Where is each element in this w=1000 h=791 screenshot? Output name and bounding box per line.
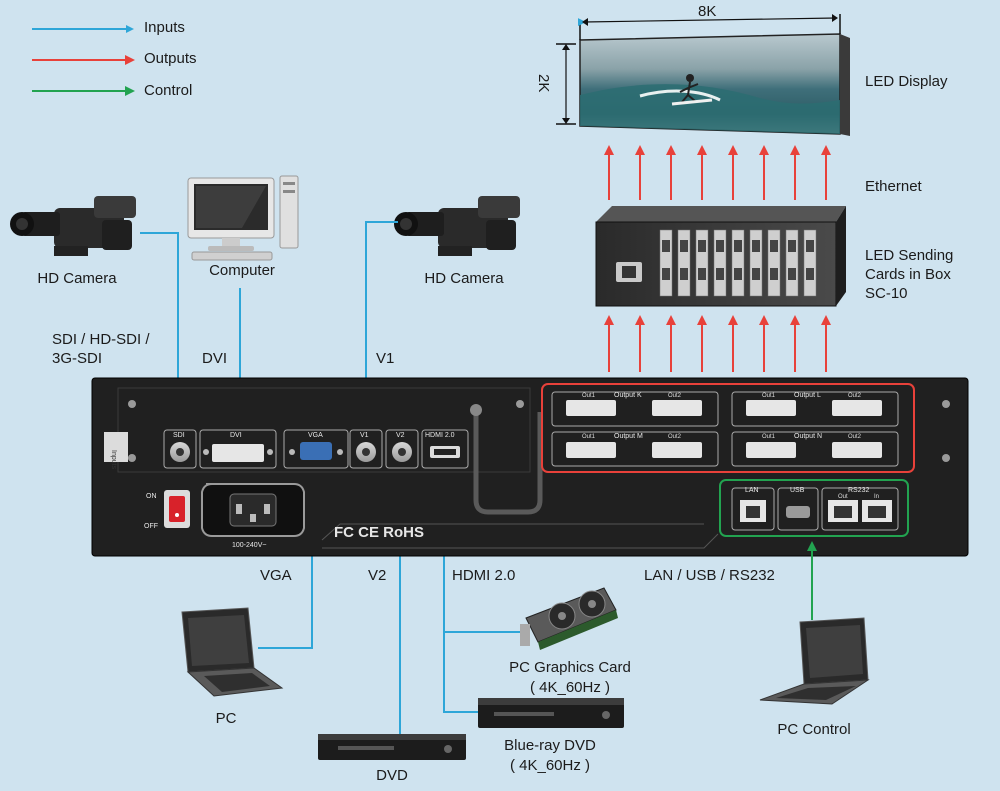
graphics-card-icon (520, 587, 618, 650)
output-n-label: Output N (794, 433, 822, 440)
pc-control-laptop-icon (759, 617, 870, 705)
pc-label: PC (215, 710, 237, 727)
outputs-frame (541, 383, 915, 473)
output-m-out2: Out2 (668, 434, 682, 440)
port-label-sdi: SDI (173, 432, 185, 439)
legend-inputs-label: Inputs (144, 19, 185, 36)
usb-port (786, 506, 810, 518)
wire-sdi (140, 232, 182, 426)
hd-camera-left-icon (10, 196, 136, 256)
legend-outputs-label: Outputs (144, 50, 197, 67)
panel-labels: Inputs SDI DVI VGA V1 V2 HDMI 2.0 Output… (110, 392, 879, 549)
signal-control: LAN / USB / RS232 (644, 567, 775, 584)
output-m-label: Output M (614, 433, 643, 440)
computer-icon (187, 175, 299, 261)
dvd-player-icon (318, 734, 466, 760)
inputs-tag (104, 432, 128, 462)
camera-left-label: HD Camera (37, 270, 117, 287)
graphics-card-label-1: PC Graphics Card (509, 659, 631, 676)
port-label-vga: VGA (308, 432, 323, 439)
pc-laptop-icon (181, 607, 284, 697)
bluray-player-icon (478, 698, 624, 728)
control-frame (719, 479, 909, 537)
pc-control-label: PC Control (777, 721, 851, 738)
graphics-card-label-2: ( 4K_60Hz ) (529, 679, 611, 696)
rs232-label: RS232 (848, 487, 870, 494)
display-height-label: 2K (535, 74, 552, 93)
display-width-label: 8K (698, 3, 717, 20)
rs232-out-label: Out (838, 494, 848, 500)
usb-label: USB (790, 487, 805, 494)
signal-sdi-line1: SDI / HD-SDI / (52, 331, 150, 348)
lan-label: LAN (745, 487, 759, 494)
legend-control-label: Control (144, 82, 193, 99)
output-m-out1: Out1 (582, 434, 596, 440)
computer-label: Computer (209, 262, 275, 279)
output-n-out1: Out1 (762, 434, 776, 440)
output-k-out2: Out2 (668, 393, 682, 399)
surfer-icon (686, 74, 694, 82)
wire-v1 (362, 221, 398, 426)
certification-marks: FC CE RoHS (334, 524, 424, 541)
dvd-label: DVD (376, 767, 408, 784)
bluray-label-2: ( 4K_60Hz ) (509, 757, 591, 774)
display-name: LED Display (865, 73, 948, 90)
signal-dvi: DVI (202, 350, 228, 367)
switch-on-label: ON (146, 493, 157, 500)
output-l-out1: Out1 (762, 393, 776, 399)
inputs-tag-text: Inputs (110, 450, 117, 470)
power-rating-label: 100-240V~ (232, 542, 266, 549)
sending-box-line3: SC-10 (865, 285, 908, 302)
processor-back-panel (91, 377, 969, 557)
sending-card-box (595, 206, 846, 307)
port-label-v2: V2 (396, 432, 405, 439)
vga-port (300, 442, 332, 460)
switch-off-label: OFF (144, 523, 158, 530)
signal-vga: VGA (260, 567, 292, 584)
ethernet-arrows-top (604, 145, 831, 200)
output-l-label: Output L (794, 392, 821, 399)
port-label-dvi: DVI (230, 432, 242, 439)
output-k-out1: Out1 (582, 393, 596, 399)
output-k-label: Output K (614, 392, 642, 399)
width-dimension (577, 17, 837, 27)
signal-sdi-line2: 3G-SDI (52, 350, 103, 367)
hd-camera-right-icon (394, 196, 520, 256)
legend (32, 25, 135, 96)
sending-box-line2: Cards in Box (865, 266, 951, 283)
output-n-out2: Out2 (848, 434, 862, 440)
signal-v2: V2 (368, 567, 387, 584)
ethernet-label: Ethernet (865, 178, 922, 195)
sending-box-line1: LED Sending (865, 247, 954, 264)
dvi-port (212, 444, 264, 462)
bluray-label-1: Blue-ray DVD (504, 737, 596, 754)
rs232-in-label: In (874, 494, 879, 500)
output-l-out2: Out2 (848, 393, 862, 399)
signal-hdmi: HDMI 2.0 (452, 567, 516, 584)
port-label-v1: V1 (360, 432, 369, 439)
signal-v1: V1 (376, 350, 395, 367)
led-display (579, 33, 850, 136)
port-label-hdmi: HDMI 2.0 (425, 432, 455, 439)
output-arrows (604, 315, 831, 372)
camera-right-label: HD Camera (424, 270, 504, 287)
